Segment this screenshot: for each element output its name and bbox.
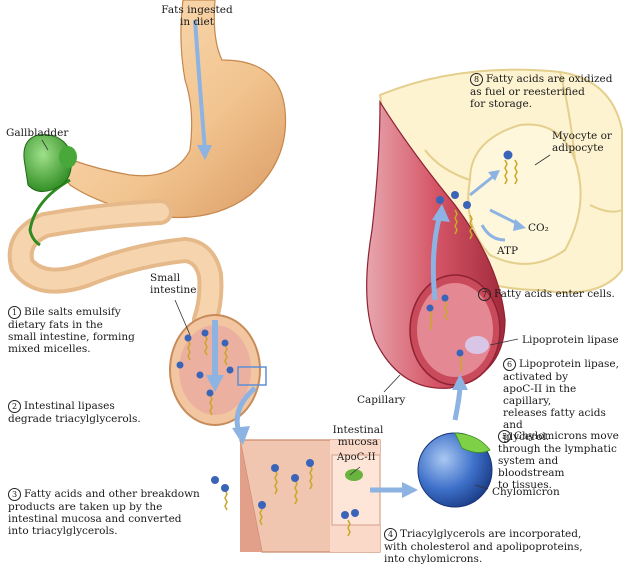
chylomicron-label: Chylomicron <box>492 486 560 498</box>
atp-label: ATP <box>497 245 519 257</box>
myocyte-label: Myocyte or adipocyte <box>552 130 612 154</box>
step-1-text: Bile salts emulsify dietary fats in the … <box>8 306 135 355</box>
step-4-number: 4 <box>384 528 397 541</box>
step-7-text: Fatty acids enter cells. <box>494 288 615 300</box>
capillary-label: Capillary <box>357 394 406 406</box>
fatty-acid-molecules <box>176 150 518 537</box>
mucosa-block <box>239 439 381 553</box>
small-intestine-tube <box>7 178 267 426</box>
pointer-lines <box>41 139 551 490</box>
step-8-text: Fatty acids are oxidized as fuel or rees… <box>470 73 613 110</box>
apoc2-label: ApoC-II <box>337 452 376 463</box>
step-7-number: 7 <box>478 288 491 301</box>
flow-arrows <box>193 19 526 498</box>
gallbladder-label: Gallbladder <box>6 127 69 139</box>
lipoprotein-lipase-label: Lipoprotein lipase <box>522 334 619 346</box>
step-4-text: Triacylglycerols are incorporated, with … <box>384 528 583 565</box>
step-5-text: Chylomicrons move through the lymphatic … <box>498 430 619 491</box>
step-8-number: 8 <box>470 73 483 86</box>
chylomicron-particle <box>417 432 493 508</box>
gallbladder-organ <box>23 134 77 192</box>
step-3-number: 3 <box>8 488 21 501</box>
step-6-text: Lipoprotein lipase, activated by apoC-II… <box>503 358 619 443</box>
step-3-text: Fatty acids and other breakdown products… <box>8 488 200 537</box>
step-2-text: Intestinal lipases degrade triacylglycer… <box>8 400 141 425</box>
small-intestine-label: Small intestine <box>150 272 197 296</box>
step-2-number: 2 <box>8 400 21 413</box>
fats-ingested-label: Fats ingested in diet <box>161 4 233 28</box>
step-6-number: 6 <box>503 358 516 371</box>
stomach <box>63 0 287 219</box>
intestinal-mucosa-label: Intestinal mucosa <box>332 424 384 448</box>
co2-label: CO₂ <box>528 222 549 234</box>
step-1-number: 1 <box>8 306 21 319</box>
